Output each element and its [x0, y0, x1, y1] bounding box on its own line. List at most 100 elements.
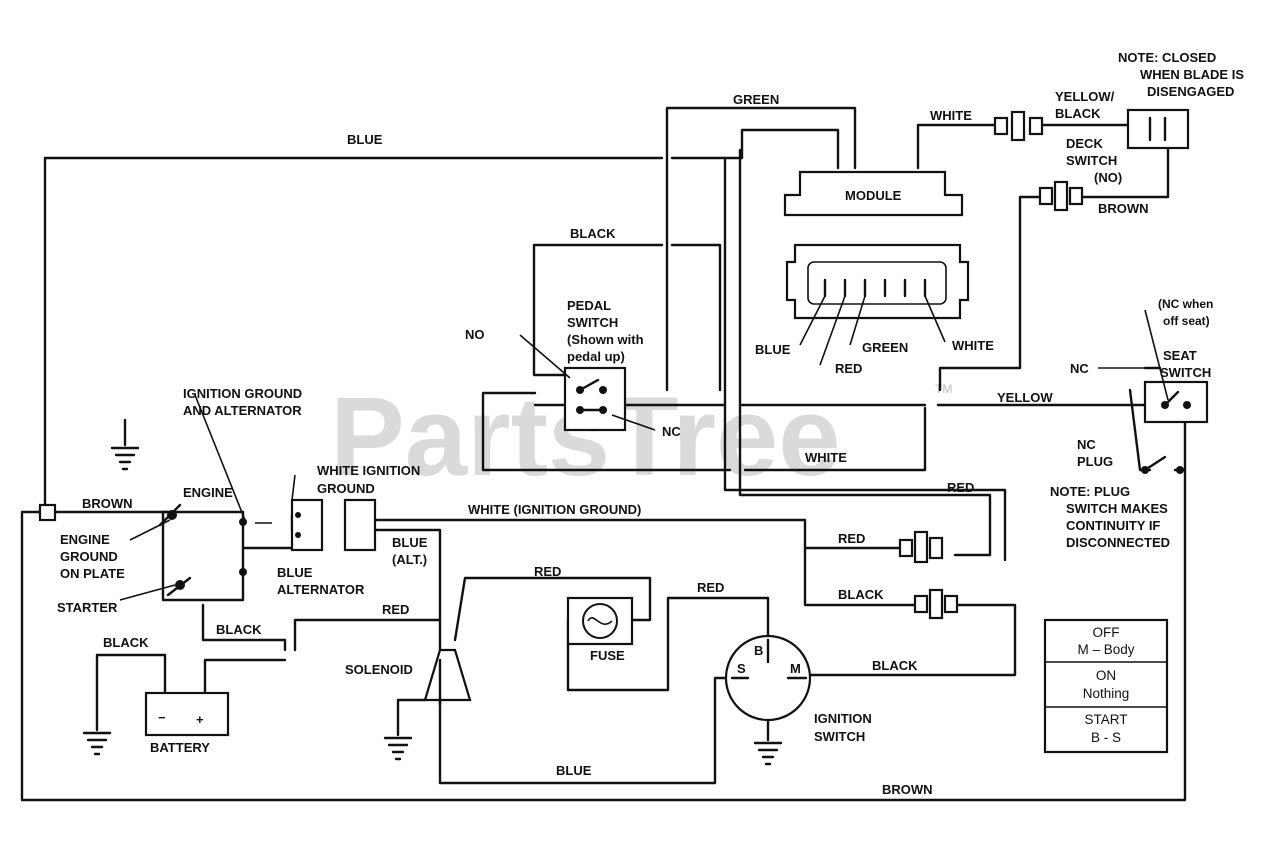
white-ign-ground-1: WHITE IGNITION	[317, 463, 420, 478]
label-brown-left: BROWN	[82, 496, 133, 511]
pedal-nc-label: NC	[662, 424, 681, 439]
white-ign-ground-2: GROUND	[317, 481, 375, 496]
seat-switch-label-2: SWITCH	[1160, 365, 1211, 380]
label-black-right: BLACK	[838, 587, 884, 602]
wire-battery-pos	[203, 658, 287, 695]
blue-alt-1: BLUE	[392, 535, 428, 550]
label-yellow-black-2: BLACK	[1055, 106, 1101, 121]
deck-switch-label-2: SWITCH	[1066, 153, 1117, 168]
wire-white-ignition-ground	[373, 518, 917, 607]
battery-body	[144, 691, 230, 737]
pedal-switch-label-3: (Shown with	[567, 332, 644, 347]
module-connector-inner	[807, 261, 947, 305]
engine-ground-3: ON PLATE	[60, 566, 125, 581]
ignition-ground-connector	[290, 498, 324, 552]
state-start-pos: START	[1084, 712, 1127, 727]
note-plug-3: CONTINUITY IF	[1066, 518, 1160, 533]
seat-switch-body	[1143, 380, 1209, 424]
label-blue-top: BLUE	[347, 132, 383, 147]
battery-minus: −	[158, 710, 166, 725]
wire-green-top	[665, 106, 857, 392]
engine-box	[161, 510, 245, 602]
wire-solenoid-ground	[396, 698, 427, 737]
seat-switch-label-1: SEAT	[1163, 348, 1197, 363]
wire-battery-black	[95, 653, 167, 732]
label-black-pedal: BLACK	[570, 226, 616, 241]
nc-plug-label-1: NC	[1077, 437, 1096, 452]
label-red-solenoid: RED	[382, 602, 409, 617]
nc-plug-label-2: PLUG	[1077, 454, 1113, 469]
bullet-connector-brown	[1038, 180, 1084, 212]
blue-alternator-2: ALTERNATOR	[277, 582, 365, 597]
engine-ground-1: ENGINE	[60, 532, 110, 547]
label-red-fuse: RED	[534, 564, 561, 579]
module-label: MODULE	[845, 188, 902, 203]
note-plug-4: DISCONNECTED	[1066, 535, 1170, 550]
ground-symbol-ignition	[753, 741, 783, 766]
ground-symbol-solenoid	[383, 736, 413, 761]
seat-note-1: (NC when	[1158, 297, 1213, 311]
blue-alternator-1: BLUE	[277, 565, 313, 580]
pedal-switch-label-2: SWITCH	[567, 315, 618, 330]
battery-plus: +	[196, 712, 204, 727]
wire-fuse-red	[566, 596, 770, 692]
ground-symbol-battery	[82, 731, 112, 756]
bullet-connector-top	[993, 110, 1044, 142]
wire-blue-bottom	[438, 676, 732, 785]
pedal-switch-label-4: pedal up)	[567, 349, 625, 364]
wire-black-m	[798, 603, 1017, 677]
label-blue-conn: BLUE	[755, 342, 791, 357]
label-red-mid: RED	[838, 531, 865, 546]
ignition-switch-1: IGNITION	[814, 711, 872, 726]
label-red-conn: RED	[835, 361, 862, 376]
module-body	[783, 170, 964, 217]
ground-symbol-top	[110, 418, 140, 471]
label-green-top: GREEN	[733, 92, 779, 107]
ign-terminal-m: M	[790, 661, 801, 676]
pedal-switch-body	[563, 366, 627, 432]
fuse-label: FUSE	[590, 648, 625, 663]
ign-terminal-b: B	[754, 643, 763, 658]
state-on-pos: ON	[1096, 668, 1116, 683]
state-off-pos: OFF	[1093, 625, 1120, 640]
wire-red-vertical	[738, 148, 992, 557]
label-blue-bottom: BLUE	[556, 763, 592, 778]
note-blade-3: DISENGAGED	[1147, 84, 1234, 99]
note-blade-2: WHEN BLADE IS	[1140, 67, 1244, 82]
connector-pins	[823, 278, 927, 298]
alt-connector	[343, 498, 377, 552]
ign-ground-alt-1: IGNITION GROUND	[183, 386, 302, 401]
label-black-ign-m: BLACK	[872, 658, 918, 673]
wire-deck-conn	[938, 195, 1042, 392]
ign-terminal-s: S	[737, 661, 746, 676]
state-off-desc: M – Body	[1077, 642, 1134, 657]
note-plug-1: NOTE: PLUG	[1050, 484, 1130, 499]
solenoid-body	[423, 648, 472, 702]
seat-nc-label: NC	[1070, 361, 1089, 376]
starter-label: STARTER	[57, 600, 118, 615]
wire-white-ign-vertical	[723, 158, 1007, 562]
state-on-desc: Nothing	[1083, 686, 1130, 701]
note-plug-2: SWITCH MAKES	[1066, 501, 1168, 516]
ignition-switch-2: SWITCH	[814, 729, 865, 744]
label-black-battery: BLACK	[103, 635, 149, 650]
blue-alt-2: (ALT.)	[392, 552, 427, 567]
label-white-mid: WHITE	[805, 450, 847, 465]
ignition-switch-body	[724, 634, 812, 722]
label-white-conn: WHITE	[952, 338, 994, 353]
pedal-switch-label-1: PEDAL	[567, 298, 611, 313]
watermark-tm: TM	[935, 382, 952, 396]
label-white-ign-ground: WHITE (IGNITION GROUND)	[468, 502, 641, 517]
pedal-no-label: NO	[465, 327, 485, 342]
label-yellow-black-1: YELLOW/	[1055, 89, 1115, 104]
note-blade-1: NOTE: CLOSED	[1118, 50, 1216, 65]
label-yellow: YELLOW	[997, 390, 1053, 405]
label-brown-bottom: BROWN	[882, 782, 933, 797]
wire-module-white	[916, 123, 997, 170]
deck-switch-body	[1126, 108, 1190, 150]
battery-label: BATTERY	[150, 740, 210, 755]
wire-engine-black	[201, 603, 442, 652]
connector-leaders	[799, 295, 946, 366]
